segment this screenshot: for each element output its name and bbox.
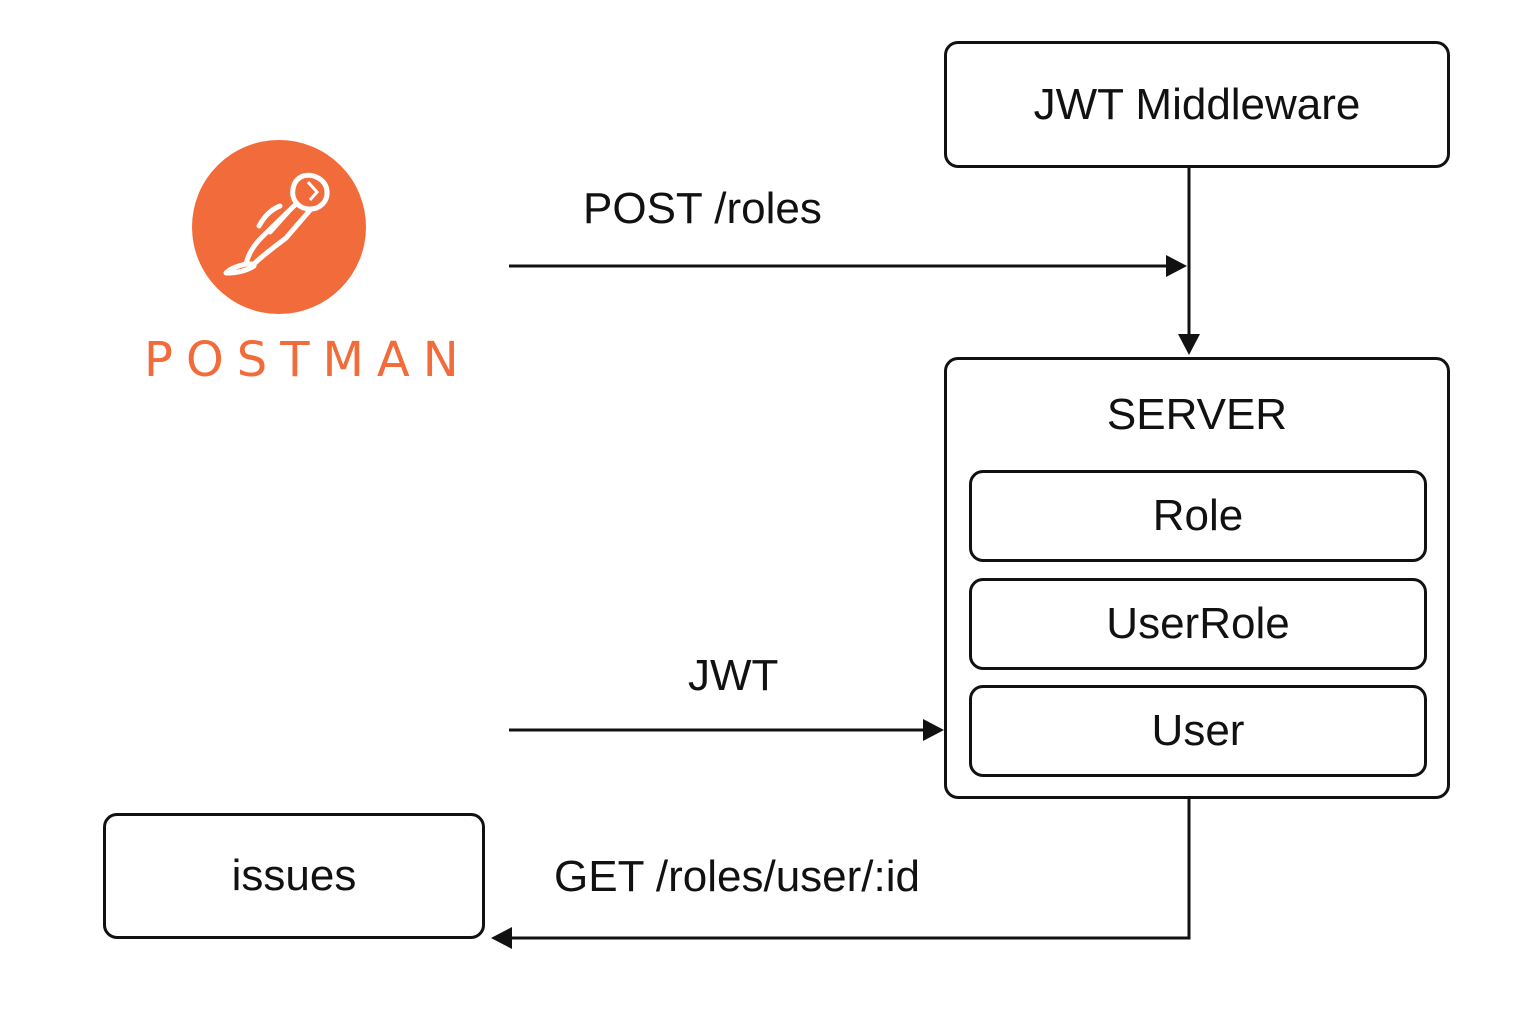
- postman-wordmark: POSTMAN: [144, 332, 472, 388]
- postman-rocket-icon: [192, 140, 366, 314]
- entity-user-box: User: [969, 685, 1427, 777]
- edge-label-post-roles: POST /roles: [583, 184, 822, 233]
- entity-userrole-box: UserRole: [969, 578, 1427, 670]
- issues-label: issues: [231, 851, 357, 900]
- arrow-jwt: [509, 719, 944, 741]
- server-node: SERVER Role UserRole User: [944, 357, 1450, 799]
- jwt-middleware-label: JWT Middleware: [1033, 79, 1361, 129]
- entity-user-label: User: [1151, 706, 1245, 755]
- entity-role-box: Role: [969, 470, 1427, 562]
- edge-label-get-roles-user: GET /roles/user/:id: [554, 852, 920, 901]
- edge-label-jwt: JWT: [688, 651, 779, 700]
- jwt-middleware-node: JWT Middleware: [944, 41, 1450, 168]
- entity-userrole-label: UserRole: [1106, 599, 1290, 648]
- arrow-get-roles-user: [491, 799, 1191, 949]
- entity-role-label: Role: [1152, 491, 1244, 540]
- issues-node: issues: [103, 813, 485, 939]
- arrow-middleware-to-server: [1178, 168, 1200, 355]
- arrow-post-roles: [509, 255, 1187, 277]
- server-title: SERVER: [1106, 390, 1288, 439]
